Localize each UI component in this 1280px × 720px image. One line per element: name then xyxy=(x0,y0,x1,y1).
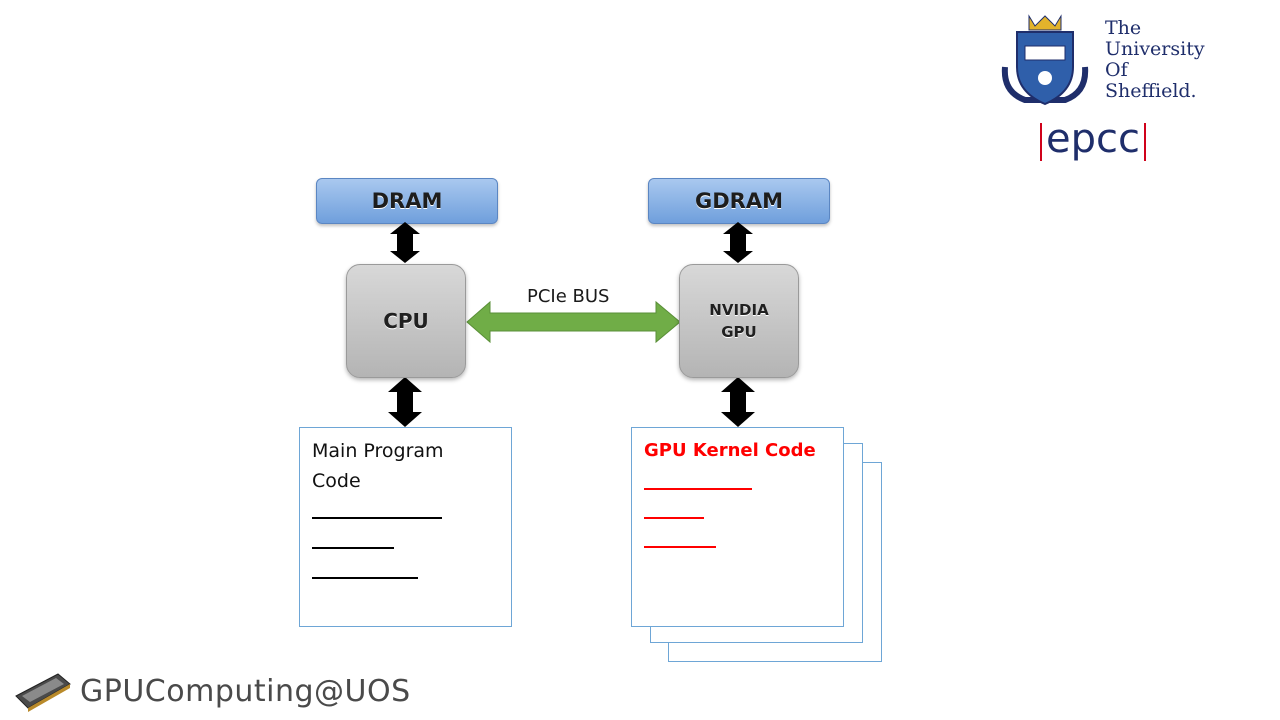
code-line xyxy=(312,547,394,549)
arrow-cpu-maincode xyxy=(388,377,422,427)
university-wordmark-line2: University xyxy=(1105,38,1205,60)
pcie-bus-label: PCIe BUS xyxy=(527,286,610,307)
university-wordmark-line4: Sheffield. xyxy=(1105,80,1197,102)
gpu-kernel-code-box: GPU Kernel Code xyxy=(631,427,844,627)
gpu-computing-wordmark: GPUComputing@UOS xyxy=(80,674,411,709)
gpu-card-icon xyxy=(15,673,71,712)
epcc-logo: epcc xyxy=(1040,116,1146,162)
arrow-gdram-gpu xyxy=(723,222,753,263)
gpu-kernel-code-title: GPU Kernel Code xyxy=(644,440,816,461)
kernel-code-line xyxy=(644,546,716,548)
university-logo: The University Of Sheffield. xyxy=(995,12,1220,112)
main-code-title-line2: Code xyxy=(312,470,361,492)
dram-box: DRAM xyxy=(316,178,498,224)
code-line xyxy=(312,577,418,579)
gpu-label-line1: NVIDIA xyxy=(709,301,769,319)
cpu-label: CPU xyxy=(383,309,429,333)
gpu-box: NVIDIA GPU xyxy=(679,264,799,378)
epcc-bar-left xyxy=(1040,123,1042,161)
pcie-bus-arrow xyxy=(466,300,681,344)
main-program-code-title: Main Program Code xyxy=(312,436,444,496)
university-wordmark-line1: The xyxy=(1105,17,1142,39)
university-wordmark-line3: Of xyxy=(1105,59,1128,81)
code-line xyxy=(312,517,442,519)
main-code-title-line1: Main Program xyxy=(312,440,444,462)
kernel-code-line xyxy=(644,488,752,490)
epcc-bar-right xyxy=(1143,123,1146,161)
arrow-dram-cpu xyxy=(390,222,420,263)
cpu-box: CPU xyxy=(346,264,466,378)
epcc-wordmark: epcc xyxy=(1046,116,1140,162)
main-program-code-box: Main Program Code xyxy=(299,427,512,627)
university-wordmark: The University Of Sheffield. xyxy=(1105,18,1205,102)
gpu-computing-logo: GPUComputing@UOS xyxy=(14,670,410,714)
gpu-label-line2: GPU xyxy=(721,323,757,341)
kernel-code-line xyxy=(644,517,704,519)
university-crest-icon xyxy=(1001,14,1089,106)
arrow-gpu-kernelcode xyxy=(721,377,755,427)
